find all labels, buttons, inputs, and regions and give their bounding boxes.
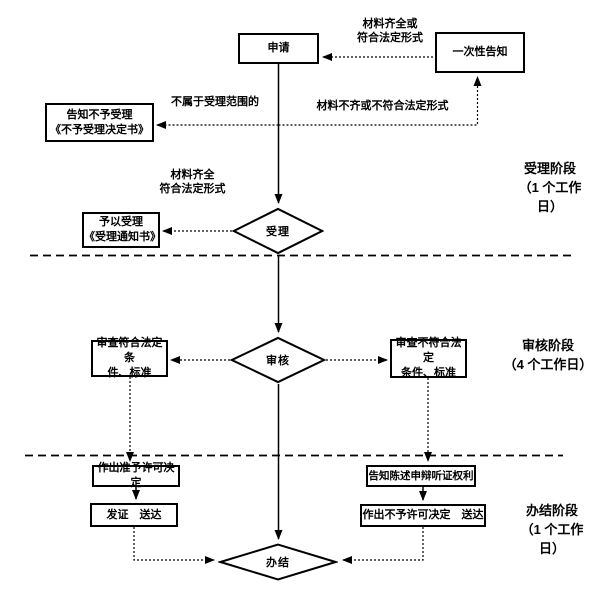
node-review-fail: 审查不符合法定 条件、标准 <box>390 337 467 379</box>
node-accept-diamond: 受理 <box>232 207 324 255</box>
diamond-shape <box>232 207 324 255</box>
edge-label-materials-complete-legal: 材料齐全 符合法定形式 <box>159 169 226 196</box>
node-grant-decision: 作出准予许可决定 <box>92 462 180 489</box>
node-issue-deliver: 发证 送达 <box>90 503 178 527</box>
node-apply: 申请 <box>238 33 319 64</box>
stage-label-completion: 办结阶段 （1 个工作 日） <box>520 503 584 556</box>
node-reject-notice: 告知不予受理 《不予受理决定书》 <box>45 103 154 142</box>
stage-label-review: 审核阶段 （4 个工作日） <box>503 338 593 372</box>
node-one-time-notice: 一次性告知 <box>435 32 525 73</box>
edge-label-not-in-scope: 不属于受理范围的 <box>171 96 259 108</box>
node-review-pass: 审查符合法定条 件、标准 <box>91 337 168 379</box>
finish-diamond-label: 办结 <box>266 557 290 569</box>
review-diamond-label: 审核 <box>266 355 290 367</box>
diamond-shape <box>230 336 326 384</box>
node-review-diamond: 审核 <box>230 336 326 384</box>
node-accept-notice: 予以受理 《受理通知书》 <box>82 212 161 248</box>
connector-issue-to-finish <box>133 527 215 564</box>
connector-deny-to-finish <box>342 527 424 564</box>
node-deny-decision: 作出不予许可决定 送达 <box>360 504 486 527</box>
node-finish-diamond: 办结 <box>218 543 338 581</box>
node-notify-rights: 告知陈述申辩听证权利 <box>366 465 476 487</box>
stage-label-acceptance: 受理阶段 （1 个工作 日） <box>518 161 582 214</box>
edge-label-materials-complete-or-legal: 材料齐全或 符合法定形式 <box>357 18 423 45</box>
edge-label-materials-incomplete: 材料不齐或不符合法定形式 <box>316 100 449 112</box>
accept-diamond-label: 受理 <box>266 226 290 238</box>
diamond-shape <box>218 543 338 581</box>
